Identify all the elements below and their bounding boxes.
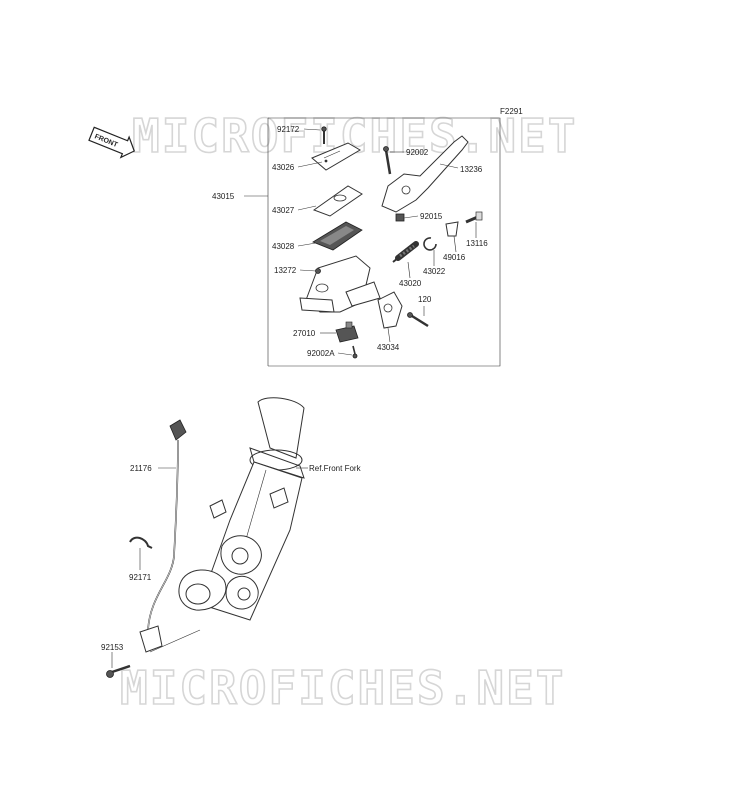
part-label-120: 120 [418,295,432,304]
lever-nut [395,213,405,222]
part-label-43028: 43028 [272,242,295,251]
front-fork [178,397,305,621]
front-arrow-icon: FRONT [88,126,136,159]
ref-front-fork-note: Ref.Front Fork [309,464,362,473]
part-label-43034: 43034 [377,343,400,352]
part-label-92153: 92153 [101,643,124,652]
pivot-bolt [465,211,483,224]
clamp-holder [377,291,403,329]
brake-light-switch [335,321,359,343]
part-label-13116: 13116 [466,239,488,248]
master-cylinder-bracket [244,117,501,367]
part-label-92002: 92002 [406,148,429,157]
part-label-43020: 43020 [399,279,422,288]
part-label-13272: 13272 [274,266,297,275]
speed-sensor-harness [139,419,201,653]
clamp-bolt [407,312,429,328]
part-label-92002A: 92002A [307,349,335,358]
brake-lever [381,135,469,213]
circlip [423,237,437,251]
part-label-92015: 92015 [420,212,443,221]
reservoir-cap [311,142,361,171]
part-label-43022: 43022 [423,267,446,276]
switch-screw [352,345,358,359]
boot-cap [445,221,459,237]
lever-pivot-bolt [383,146,392,175]
diaphragm-plate [312,185,363,217]
part-label-43027: 43027 [272,206,295,215]
watermark-top: MICROFICHES.NET [132,109,577,163]
piston-assembly [392,241,419,263]
part-label-43026: 43026 [272,163,295,172]
sensor-bolt [106,664,131,678]
master-cylinder-body [299,255,381,313]
part-label-92172: 92172 [277,125,300,134]
diaphragm [312,221,363,251]
cap-screw [321,126,327,144]
part-label-13236: 13236 [460,165,483,174]
part-label-27010: 27010 [293,329,316,338]
part-label-43015: 43015 [212,192,235,201]
diagram-code: F2291 [500,107,523,116]
watermark-bottom: MICROFICHES.NET [120,661,565,715]
part-label-49016: 49016 [443,253,466,262]
part-label-92171: 92171 [129,573,152,582]
wire-clamp [129,536,153,549]
part-label-21176: 21176 [130,464,152,473]
